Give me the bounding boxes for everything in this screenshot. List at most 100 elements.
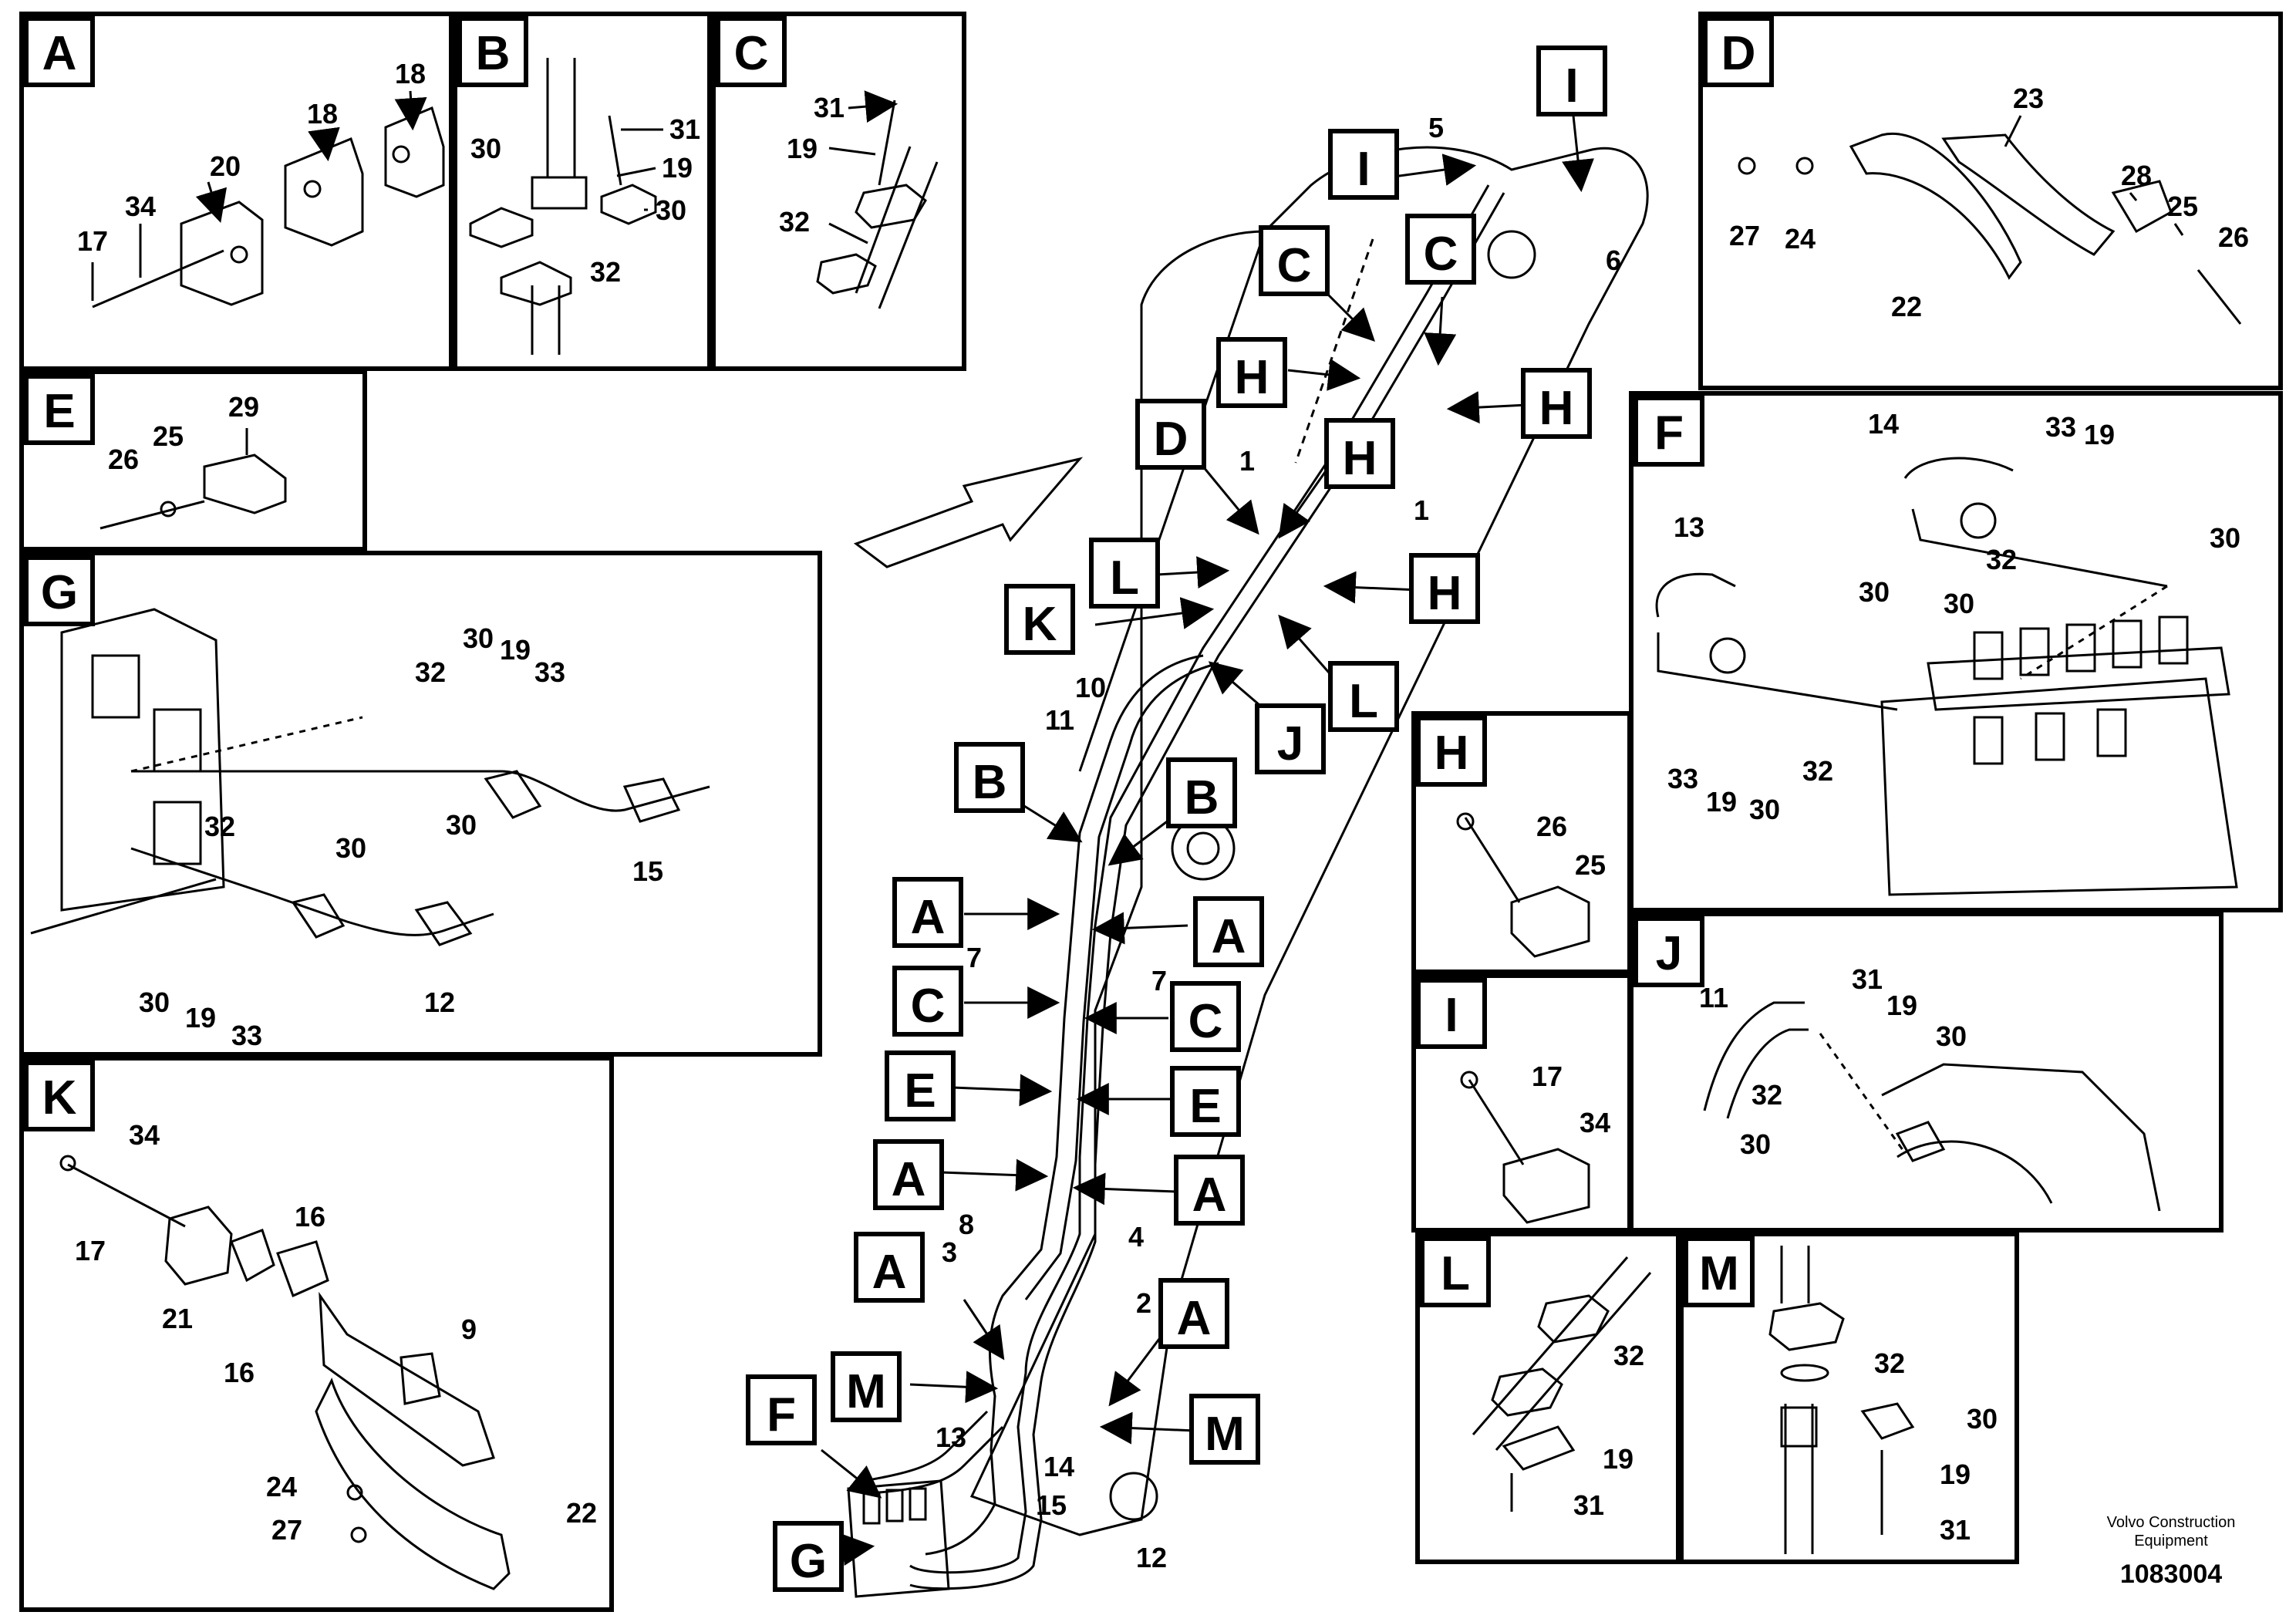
company-line-2: Equipment — [2134, 1533, 2208, 1549]
callout-letter: L — [1110, 551, 1139, 605]
part-number: 30 — [1967, 1403, 1998, 1435]
callout-letter: H — [1539, 382, 1574, 435]
part-number: 34 — [129, 1119, 160, 1151]
callout-letter: G — [790, 1535, 827, 1588]
panel-d-letter: D — [1721, 27, 1756, 80]
part-number: 19 — [1886, 990, 1917, 1021]
callout-letter: E — [1189, 1080, 1221, 1133]
panel-a-letter: A — [42, 27, 77, 80]
part-number: 14 — [1868, 408, 1899, 440]
callout-letter: M — [1205, 1408, 1245, 1461]
part-number: 30 — [1859, 576, 1890, 608]
panel-l-letter: L — [1441, 1247, 1470, 1300]
detail-panel-k — [19, 1056, 614, 1612]
part-number: 11 — [1045, 704, 1074, 736]
part-number: 22 — [566, 1497, 597, 1529]
callout-letter: C — [911, 980, 946, 1033]
part-number: 2 — [1136, 1287, 1151, 1319]
part-number: 32 — [1613, 1340, 1644, 1371]
part-number: 12 — [1136, 1542, 1167, 1573]
callout-letter: A — [1192, 1168, 1227, 1222]
part-number: 16 — [295, 1201, 325, 1233]
callout-letter: H — [1235, 351, 1269, 404]
callout-letter: A — [892, 1153, 926, 1206]
hose-fitting-part — [469, 58, 657, 355]
part-number: 14 — [1043, 1451, 1074, 1482]
part-number: 10 — [1075, 672, 1106, 703]
part-number: 32 — [1986, 544, 2017, 575]
detail-panel-b — [453, 12, 712, 371]
part-number: 5 — [1428, 112, 1444, 143]
part-number: 33 — [534, 656, 565, 688]
part-number: 19 — [1706, 786, 1737, 818]
flange-part — [1472, 1256, 1652, 1512]
part-number: 13 — [936, 1421, 966, 1453]
callout-letter: M — [846, 1365, 886, 1418]
bracket-part — [1456, 812, 1590, 958]
part-number: 30 — [139, 986, 170, 1018]
callout-letter: A — [1177, 1292, 1212, 1345]
part-number: 26 — [1536, 811, 1567, 842]
part-number: 15 — [632, 855, 663, 887]
callout-boxes — [746, 46, 1607, 1592]
part-number: 27 — [1729, 220, 1760, 251]
detail-panel-f — [1629, 391, 2283, 912]
part-number: 30 — [470, 133, 501, 164]
part-number: 30 — [656, 194, 686, 226]
part-number: 12 — [424, 986, 455, 1018]
hydraulic-lines — [909, 184, 1490, 1574]
panel-b-letter: B — [476, 27, 511, 80]
part-number: 19 — [662, 152, 693, 184]
part-number: 25 — [2167, 191, 2198, 222]
part-number: 4 — [1128, 1221, 1144, 1253]
flange-part — [1768, 1246, 1915, 1554]
part-number: 33 — [1667, 763, 1698, 794]
callout-letter: H — [1428, 567, 1462, 620]
part-number: 32 — [204, 811, 235, 842]
part-number: 7 — [1151, 965, 1167, 996]
control-valve-part — [1655, 457, 2238, 896]
panel-k-letter: K — [42, 1071, 77, 1125]
part-number: 17 — [77, 225, 108, 257]
callout-letter: J — [1277, 717, 1303, 771]
strap-clamp-part — [1738, 132, 2242, 325]
drawing-number: 1083004 — [2120, 1560, 2222, 1589]
callout-letter: L — [1349, 675, 1378, 728]
part-number: 13 — [1674, 511, 1704, 543]
part-number: 31 — [1940, 1514, 1971, 1546]
part-number: 22 — [1891, 291, 1922, 322]
part-number: 8 — [959, 1209, 974, 1240]
part-number: 30 — [1740, 1128, 1771, 1160]
part-number: 19 — [185, 1002, 216, 1034]
panel-m-letter: M — [1699, 1247, 1739, 1300]
part-number: 20 — [210, 150, 241, 182]
part-number: 32 — [415, 656, 446, 688]
part-number: 30 — [463, 622, 494, 654]
callout-letter: C — [1188, 995, 1223, 1048]
callout-letter: D — [1154, 413, 1188, 466]
part-number: 30 — [2210, 522, 2240, 554]
detail-panel-c — [711, 12, 966, 371]
part-number: 19 — [1603, 1443, 1633, 1475]
part-number: 21 — [162, 1303, 193, 1334]
part-number: 31 — [814, 92, 845, 123]
strap-clamp-part — [59, 1155, 511, 1590]
part-number: 32 — [1874, 1347, 1905, 1379]
detail-panel-m — [1679, 1232, 2019, 1564]
part-number: 18 — [307, 98, 338, 130]
part-number: 3 — [942, 1236, 957, 1268]
part-number: 1 — [1239, 445, 1255, 477]
part-number: 27 — [271, 1514, 302, 1546]
part-number: 28 — [2121, 160, 2152, 191]
part-number: 17 — [75, 1235, 106, 1266]
callout-letter: A — [1212, 910, 1246, 963]
part-number: 32 — [1752, 1079, 1782, 1111]
part-number: 19 — [1940, 1458, 1971, 1490]
panel-i-letter: I — [1445, 989, 1458, 1042]
detail-panel-a — [19, 12, 453, 371]
part-number: 24 — [1785, 223, 1816, 255]
part-number: 1 — [1414, 494, 1429, 526]
part-number: 29 — [228, 391, 259, 423]
part-number: 6 — [1606, 244, 1621, 276]
